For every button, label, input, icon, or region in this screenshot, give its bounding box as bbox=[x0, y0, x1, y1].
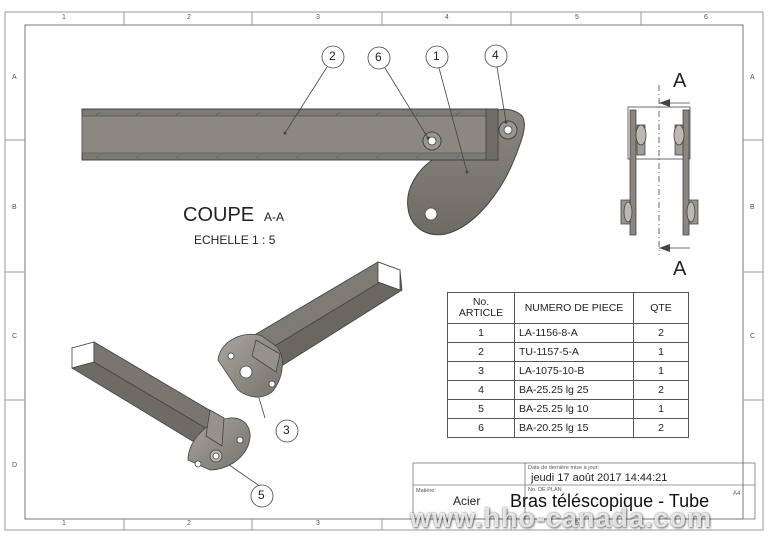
zone-col-6: 6 bbox=[704, 14, 708, 21]
bom-cell-article: 6 bbox=[447, 418, 515, 438]
bom-cell-qty: 1 bbox=[633, 399, 689, 419]
section-view bbox=[81, 108, 525, 236]
zone-row-c-right: C bbox=[750, 333, 756, 340]
cut-arrows bbox=[659, 99, 670, 252]
bom-cell-part: BA-25.25 lg 10 bbox=[514, 399, 634, 419]
balloon-2: 2 bbox=[329, 49, 336, 63]
title-block-frame bbox=[412, 462, 756, 520]
bom-header-article: No. ARTICLE bbox=[447, 292, 515, 324]
bom-header-part: NUMERO DE PIECE bbox=[514, 292, 634, 324]
bom-cell-article: 2 bbox=[447, 342, 515, 362]
zone-row-a-right: A bbox=[750, 74, 755, 81]
balloon-3: 3 bbox=[283, 423, 290, 437]
zone-row-b-right: B bbox=[750, 204, 755, 211]
zone-col-5: 5 bbox=[575, 14, 579, 21]
iso-view-2 bbox=[70, 341, 251, 471]
bom-cell-qty: 2 bbox=[633, 418, 689, 438]
zone-row-a: A bbox=[12, 74, 17, 81]
outer-border bbox=[4, 11, 764, 531]
cut-label-top: A bbox=[673, 70, 687, 92]
zone-col-2-bottom: 2 bbox=[187, 520, 191, 527]
bom-cell-part: BA-20.25 lg 15 bbox=[514, 418, 634, 438]
zone-ticks bbox=[5, 12, 763, 530]
section-scale: ECHELLE 1 : 5 bbox=[194, 233, 276, 247]
balloon-5: 5 bbox=[258, 488, 265, 502]
section-title: COUPE bbox=[183, 204, 255, 226]
balloon-6: 6 bbox=[375, 50, 382, 64]
zone-col-4: 4 bbox=[445, 14, 449, 21]
bom-header-row: No. ARTICLE NUMERO DE PIECE QTE bbox=[447, 292, 689, 324]
iso-view-1 bbox=[217, 261, 403, 398]
bom-cell-part: TU-1157-5-A bbox=[514, 342, 634, 362]
cut-label-bottom: A bbox=[673, 258, 687, 280]
bom-cell-article: 5 bbox=[447, 399, 515, 419]
zone-col-5-bottom: 5 bbox=[575, 520, 579, 527]
zone-col-1-bottom: 1 bbox=[62, 520, 66, 527]
bom-cell-article: 4 bbox=[447, 380, 515, 400]
section-suffix: A-A bbox=[264, 210, 285, 224]
plan-title: Bras téléscopique - Tube bbox=[510, 491, 710, 511]
bom-cell-part: LA-1075-10-B bbox=[514, 361, 634, 381]
sheet-size: A4 bbox=[733, 491, 741, 497]
watermark: www.hho-canada.com bbox=[410, 503, 713, 533]
date-caption: Date de dernière mise à jour: bbox=[528, 465, 599, 471]
zone-col-4-bottom: 4 bbox=[445, 520, 449, 527]
bom-cell-qty: 2 bbox=[633, 323, 689, 343]
end-view bbox=[620, 85, 699, 255]
zone-row-b: B bbox=[12, 204, 17, 211]
material-caption: Matière: bbox=[416, 488, 436, 494]
balloon-4: 4 bbox=[492, 48, 499, 62]
bom-cell-qty: 1 bbox=[633, 342, 689, 362]
zone-col-2: 2 bbox=[187, 14, 191, 21]
zone-row-d: D bbox=[12, 462, 18, 469]
zone-col-1: 1 bbox=[62, 14, 66, 21]
date-value: jeudi 17 août 2017 14:44:21 bbox=[531, 472, 668, 484]
zone-col-3: 3 bbox=[316, 14, 320, 21]
bom-cell-part: BA-25.25 lg 25 bbox=[514, 380, 634, 400]
bom-header-qty: QTE bbox=[633, 292, 689, 324]
material-value: Acier bbox=[453, 494, 481, 508]
balloon-1: 1 bbox=[433, 49, 440, 63]
bom-cell-qty: 2 bbox=[633, 380, 689, 400]
bom-cell-article: 3 bbox=[447, 361, 515, 381]
bom-cell-qty: 1 bbox=[633, 361, 689, 381]
plan-caption: No. DE PLAN bbox=[528, 487, 562, 493]
zone-col-3-bottom: 3 bbox=[316, 520, 320, 527]
bom-cell-article: 1 bbox=[447, 323, 515, 343]
balloon-circles bbox=[250, 44, 508, 508]
zone-row-c: C bbox=[12, 333, 18, 340]
bom-cell-part: LA-1156-8-A bbox=[514, 323, 634, 343]
